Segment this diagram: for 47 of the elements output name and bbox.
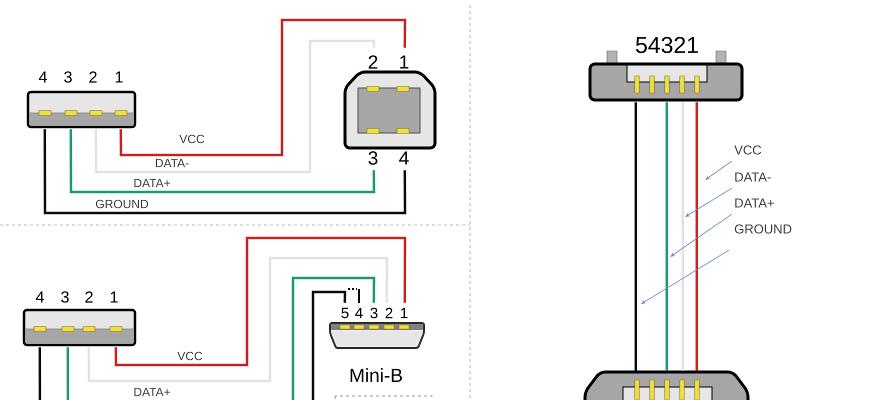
node-label: Mini-B xyxy=(350,368,402,382)
edge-label: GROUND xyxy=(94,198,150,210)
edge-label: VCC xyxy=(178,134,206,144)
usb-b-connector: 2 1 3 4 xyxy=(344,55,436,165)
wire xyxy=(66,276,376,400)
node-label: 3 xyxy=(368,151,378,165)
node-label: 1 xyxy=(116,72,123,83)
node-label: 3 xyxy=(370,308,378,318)
edge-label: DATA+ xyxy=(132,386,172,398)
wire xyxy=(634,102,638,371)
micro-usb-connector: 54321 xyxy=(588,36,744,102)
node-label: 4 xyxy=(355,308,363,318)
node-label: 1 xyxy=(400,55,408,69)
edge-label: DATA- xyxy=(154,158,190,168)
usb-a-connector: 4 3 2 1 xyxy=(26,71,136,128)
edge-label: DATA+ xyxy=(132,178,172,188)
dashed-box xyxy=(334,396,432,400)
wire xyxy=(114,236,406,366)
node-label: 3 xyxy=(64,71,72,83)
node-label: 2 xyxy=(89,71,97,83)
node-label: 2 xyxy=(368,55,378,69)
node-label: 2 xyxy=(85,291,93,303)
node-label: 4 xyxy=(38,72,47,83)
callout-label: GROUND xyxy=(734,224,792,234)
wire xyxy=(696,102,698,371)
node-label: 3 xyxy=(61,291,69,303)
node-label: 4 xyxy=(399,151,409,165)
usb-a-connector: 4 3 2 1 xyxy=(22,291,136,346)
node-label: 1 xyxy=(400,308,408,318)
node-label: 2 xyxy=(386,308,392,318)
wire xyxy=(666,102,668,371)
node-label: 4 xyxy=(36,292,44,303)
edge-label: VCC xyxy=(176,350,204,362)
wire xyxy=(88,256,388,382)
node-label: 1 xyxy=(110,292,118,303)
mini-b-connector: 5 4 3 2 1 Mini-B xyxy=(329,308,425,382)
node-label: 5 xyxy=(341,308,349,318)
wire xyxy=(38,290,346,400)
micro-usb-connector xyxy=(584,370,750,400)
wire xyxy=(70,129,376,194)
wire xyxy=(94,40,376,174)
node-label: 54321 xyxy=(636,36,698,54)
callout-label: DATA- xyxy=(735,172,771,182)
callout-label: VCC xyxy=(734,145,762,155)
wire xyxy=(120,18,406,156)
callout-label: DATA+ xyxy=(735,198,774,208)
wire xyxy=(44,129,406,214)
